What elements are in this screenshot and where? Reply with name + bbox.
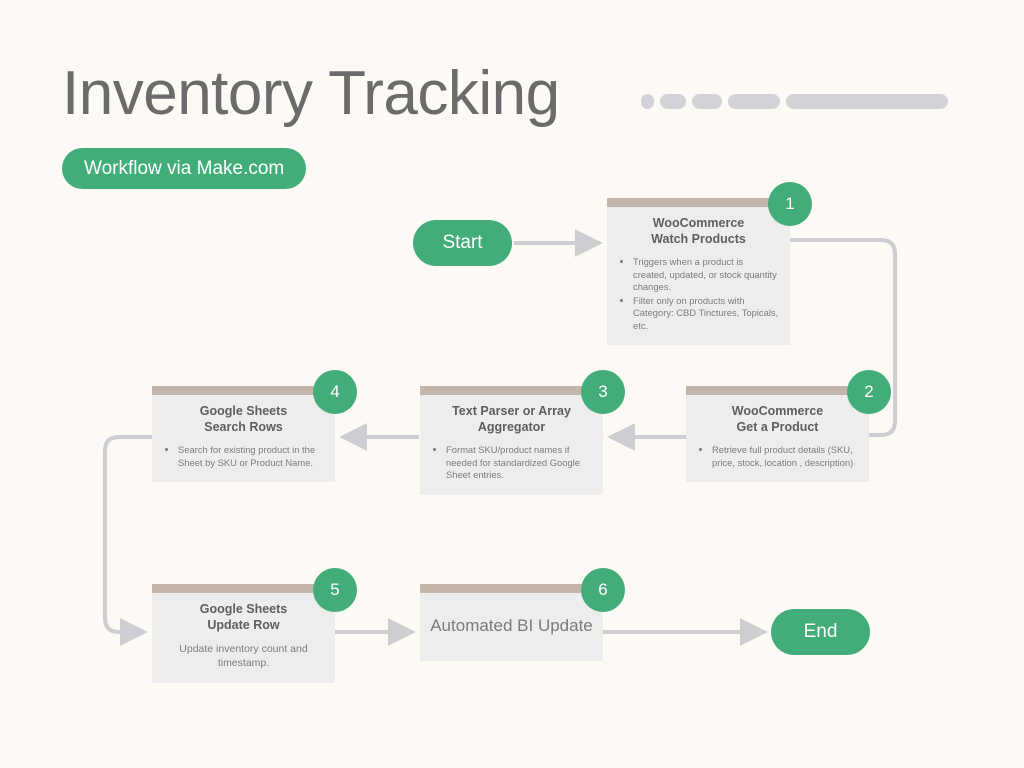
card-body: Google Sheets Search Rows Search for exi… [152, 395, 335, 482]
card-title-line1: WooCommerce [731, 404, 824, 418]
card-bullet-list: Retrieve full product details (SKU, pric… [697, 444, 858, 469]
card-title-line1: Text Parser or Array [452, 404, 571, 418]
card-title-line2: Watch Products [651, 231, 746, 246]
start-node-label: Start [442, 232, 483, 253]
card-title: Text Parser or Array Aggregator [431, 404, 592, 435]
step-card-2[interactable]: WooCommerce Get a Product Retrieve full … [686, 386, 869, 483]
step-badge-1: 1 [768, 182, 812, 226]
card-accent-bar [152, 584, 335, 593]
card-plain-label: Automated BI Update [430, 616, 593, 635]
card-title-line2: Update Row [207, 617, 280, 632]
card-body: Google Sheets Update Row Update inventor… [152, 593, 335, 683]
step-badge-number: 4 [330, 382, 340, 401]
decorative-progress-bars [641, 94, 948, 109]
step-badge-number: 2 [864, 382, 874, 401]
card-title-line2: Get a Product [736, 419, 819, 434]
connector-4-to-5 [103, 435, 152, 646]
card-accent-bar [686, 386, 869, 395]
card-note: Update inventory count and timestamp. [179, 643, 308, 670]
card-bullet: Triggers when a product is created, upda… [633, 256, 779, 294]
card-title-line1: WooCommerce [652, 216, 745, 230]
step-badge-6: 6 [581, 568, 625, 612]
card-title-line2: Search Rows [204, 419, 283, 434]
card-accent-bar [152, 386, 335, 395]
card-title: WooCommerce Watch Products [618, 216, 779, 247]
step-card-5[interactable]: Google Sheets Update Row Update inventor… [152, 584, 335, 683]
subtitle-badge-label: Workflow via Make.com [84, 157, 285, 179]
card-body: WooCommerce Watch Products Triggers when… [607, 207, 790, 345]
subtitle-badge: Workflow via Make.com [62, 148, 307, 189]
card-title-line1: Google Sheets [199, 602, 288, 616]
card-title: WooCommerce Get a Product [697, 404, 858, 435]
start-node[interactable]: Start [413, 220, 512, 266]
card-bullet: Search for existing product in the Sheet… [178, 444, 324, 469]
step-badge-number: 3 [598, 382, 608, 401]
step-card-1[interactable]: WooCommerce Watch Products Triggers when… [607, 198, 790, 346]
step-card-6[interactable]: Automated BI Update [420, 584, 603, 662]
decor-bar-5 [786, 94, 948, 109]
card-body: WooCommerce Get a Product Retrieve full … [686, 395, 869, 482]
card-bullet-list: Format SKU/product names if needed for s… [431, 444, 592, 482]
card-bullet-list: Triggers when a product is created, upda… [618, 256, 779, 332]
end-node-label: End [803, 621, 838, 642]
step-badge-number: 5 [330, 580, 340, 599]
card-accent-bar [420, 584, 603, 593]
card-accent-bar [420, 386, 603, 395]
decor-bar-4 [728, 94, 780, 109]
step-badge-4: 4 [313, 370, 357, 414]
card-accent-bar [607, 198, 790, 207]
page-title: Inventory Tracking [62, 59, 560, 128]
decor-bar-3 [692, 94, 722, 109]
step-badge-5: 5 [313, 568, 357, 612]
end-node[interactable]: End [771, 609, 870, 655]
decor-bar-1 [641, 94, 654, 109]
card-body: Text Parser or Array Aggregator Format S… [420, 395, 603, 495]
step-badge-number: 1 [785, 194, 795, 213]
card-title-line1: Google Sheets [199, 404, 288, 418]
card-bullet: Format SKU/product names if needed for s… [446, 444, 592, 482]
card-title: Google Sheets Search Rows [163, 404, 324, 435]
card-bullet-list: Search for existing product in the Sheet… [163, 444, 324, 469]
card-title: Google Sheets Update Row [163, 602, 324, 633]
card-title-line2: Aggregator [477, 419, 546, 434]
step-badge-3: 3 [581, 370, 625, 414]
step-card-4[interactable]: Google Sheets Search Rows Search for exi… [152, 386, 335, 483]
step-card-3[interactable]: Text Parser or Array Aggregator Format S… [420, 386, 603, 495]
step-badge-2: 2 [847, 370, 891, 414]
decor-bar-2 [660, 94, 686, 109]
card-bullet: Retrieve full product details (SKU, pric… [712, 444, 858, 469]
card-bullet: Filter only on products with Category: C… [633, 295, 779, 333]
step-badge-number: 6 [598, 580, 608, 599]
